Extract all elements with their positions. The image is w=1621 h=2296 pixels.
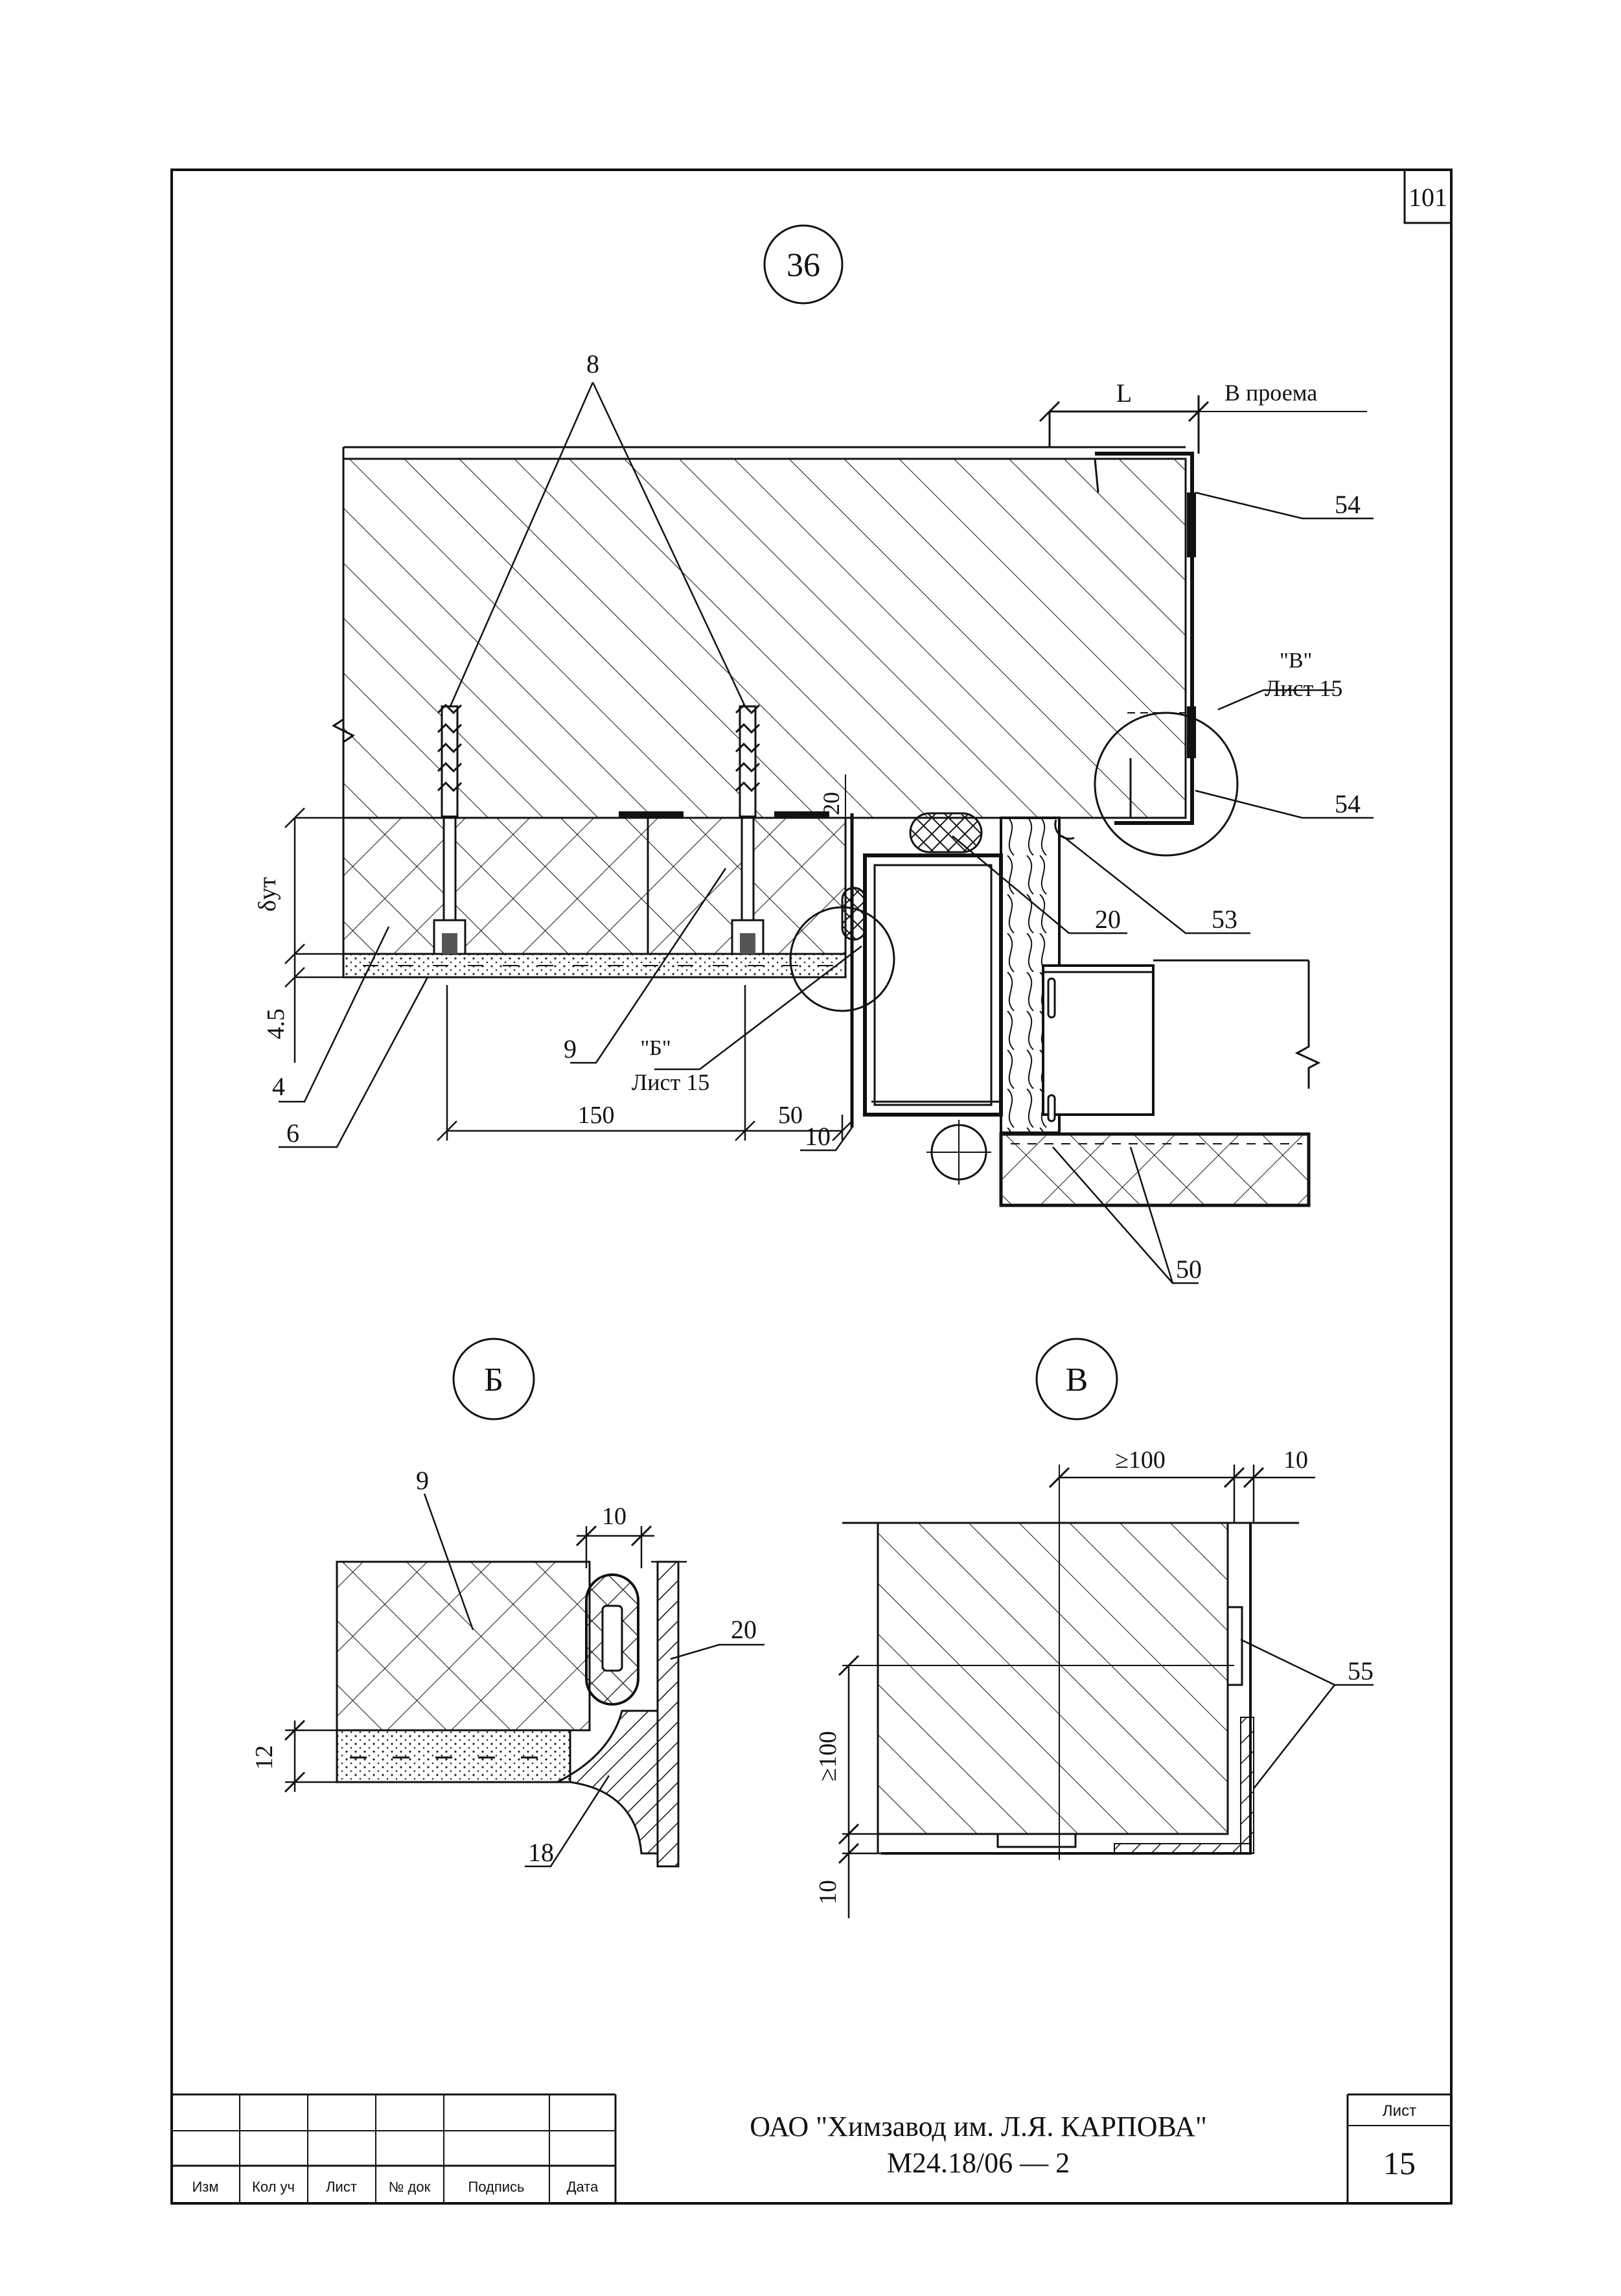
dim-L-label: L <box>1116 378 1132 408</box>
ref-b-sheet: Лист 15 <box>632 1069 709 1095</box>
v-callout-55: 55 <box>1348 1656 1374 1686</box>
tb-sheet-number: 15 <box>1383 2145 1416 2181</box>
adhesive-strip-1 <box>619 811 684 818</box>
v-dim-10-v: 10 <box>814 1880 842 1905</box>
title-block <box>172 2093 1451 2203</box>
callout-50: 50 <box>1176 1255 1202 1284</box>
callout-20: 20 <box>1095 905 1121 934</box>
dims-bottom <box>437 985 853 1141</box>
ref-b-mark: "Б" <box>640 1036 671 1060</box>
tb-col-izm: Изм <box>192 2179 218 2195</box>
view-marker-v-circle <box>1035 1338 1118 1421</box>
sheet-number-top: 101 <box>1408 183 1447 212</box>
tb-col-data: Дата <box>567 2179 599 2195</box>
b-dim-10: 10 <box>602 1503 627 1530</box>
callout-54-bottom: 54 <box>1335 789 1361 818</box>
callout-53: 53 <box>1212 905 1237 934</box>
dim-150-label: 150 <box>578 1102 615 1129</box>
callout-54-top: 54 <box>1335 490 1361 519</box>
b-dim-12: 12 <box>251 1745 278 1770</box>
tb-col-ndok: № док <box>389 2179 431 2195</box>
dims-left <box>284 807 343 1063</box>
view-marker-36: 36 <box>787 247 820 284</box>
ref-v-mark: "В" <box>1280 649 1312 673</box>
dim-4-5-label: 4.5 <box>262 1008 290 1039</box>
dowel-1 <box>433 703 466 955</box>
dim-50-label: 50 <box>778 1102 803 1129</box>
steel-angle-frame <box>1094 452 1196 825</box>
tb-doc-code: М24.18/06 — 2 <box>887 2147 1070 2179</box>
tb-col-list: Лист <box>326 2179 357 2195</box>
detail-circle-b <box>789 906 895 1012</box>
insulation-layer <box>342 817 847 979</box>
detail-b-drawing <box>284 1493 765 1868</box>
dim-opening-label: В проема <box>1224 380 1317 406</box>
adhesive-strip-2 <box>774 811 829 818</box>
v-dim-ge100-v: ≥100 <box>814 1731 842 1781</box>
view-marker-v: В <box>1066 1362 1088 1398</box>
dim-20-label: 20 <box>818 792 844 815</box>
callout-6: 6 <box>286 1119 299 1148</box>
tb-sheet-label: Лист <box>1383 2102 1416 2120</box>
tb-col-kol-uch: Кол уч <box>252 2179 295 2195</box>
view-marker-36-circle <box>763 224 844 305</box>
dim-L <box>1039 395 1367 454</box>
view-marker-b: Б <box>484 1362 503 1398</box>
tb-col-podpis: Подпись <box>468 2179 524 2195</box>
callout-4: 4 <box>272 1072 285 1101</box>
tb-org: ОАО "Химзавод им. Л.Я. КАРПОВА" <box>750 2111 1207 2142</box>
sheet-frame <box>170 168 1453 2205</box>
detail-circle-v <box>1094 712 1239 857</box>
callout-10: 10 <box>805 1122 831 1151</box>
detail-v-drawing <box>838 1465 1374 1918</box>
v-dim-ge100-h: ≥100 <box>1115 1446 1166 1474</box>
callout-8: 8 <box>586 349 599 378</box>
b-callout-20: 20 <box>731 1615 757 1644</box>
sheet-number-box <box>1403 168 1453 224</box>
b-callout-9: 9 <box>416 1466 429 1495</box>
window-frame-profile <box>841 812 1321 1207</box>
callout-9: 9 <box>564 1034 577 1063</box>
b-callout-18: 18 <box>528 1838 554 1867</box>
wall-slab <box>332 446 1187 819</box>
v-dim-10-h: 10 <box>1283 1446 1308 1474</box>
dowel-2 <box>731 703 765 955</box>
view-marker-b-circle <box>452 1338 535 1421</box>
dim-delta-label: δут <box>254 877 281 912</box>
leaders-main <box>279 382 1374 1284</box>
ref-v-sheet: Лист 15 <box>1265 675 1342 701</box>
